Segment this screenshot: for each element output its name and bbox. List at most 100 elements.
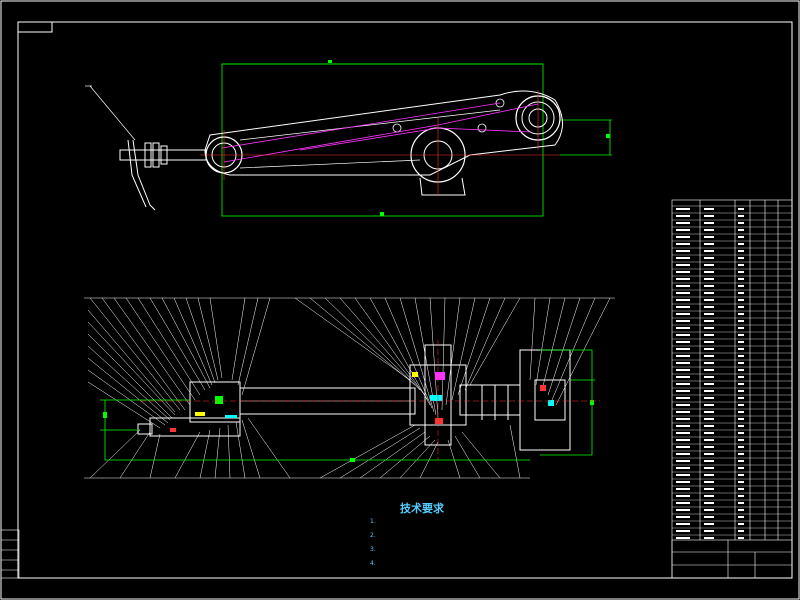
tech-note-3: 3.: [370, 546, 376, 553]
parts-cell-mark: [676, 348, 690, 350]
parts-cell-mark: [738, 432, 744, 434]
parts-cell-mark: [704, 348, 714, 350]
drawing-border: [17, 21, 793, 579]
parts-cell-mark: [704, 390, 714, 392]
parts-cell-mark: [704, 432, 714, 434]
parts-cell-mark: [704, 257, 714, 259]
parts-cell-mark: [738, 376, 744, 378]
parts-cell-mark: [738, 439, 744, 441]
parts-cell-mark: [676, 229, 690, 231]
parts-cell-mark: [676, 467, 690, 469]
parts-cell-mark: [676, 509, 690, 511]
parts-cell-mark: [738, 411, 744, 413]
parts-cell-mark: [738, 348, 744, 350]
parts-cell-mark: [676, 530, 690, 532]
parts-cell-mark: [738, 460, 744, 462]
parts-cell-mark: [738, 222, 744, 224]
parts-cell-mark: [676, 243, 690, 245]
parts-cell-mark: [738, 509, 744, 511]
parts-cell-mark: [704, 495, 714, 497]
parts-cell-mark: [704, 537, 714, 539]
section-view: [84, 297, 615, 479]
parts-cell-mark: [676, 313, 690, 315]
parts-list: [0, 199, 793, 579]
parts-cell-mark: [676, 446, 690, 448]
parts-cell-mark: [738, 320, 744, 322]
parts-cell-mark: [676, 432, 690, 434]
parts-cell-mark: [704, 530, 714, 532]
parts-cell-mark: [704, 509, 714, 511]
parts-cell-mark: [676, 397, 690, 399]
tech-notes-title: 技术要求: [400, 502, 444, 515]
parts-cell-mark: [738, 292, 744, 294]
drawing-code-box: [17, 21, 53, 33]
parts-cell-mark: [738, 446, 744, 448]
parts-cell-mark: [704, 397, 714, 399]
parts-cell-mark: [738, 516, 744, 518]
parts-cell-mark: [676, 481, 690, 483]
parts-cell-mark: [704, 404, 714, 406]
parts-cell-mark: [704, 425, 714, 427]
parts-cell-mark: [676, 250, 690, 252]
parts-cell-mark: [738, 397, 744, 399]
parts-cell-mark: [704, 208, 714, 210]
leader-lines: [87, 297, 611, 479]
parts-cell-mark: [738, 404, 744, 406]
parts-cell-mark: [676, 355, 690, 357]
parts-cell-mark: [676, 222, 690, 224]
parts-cell-mark: [738, 341, 744, 343]
parts-cell-mark: [704, 411, 714, 413]
parts-cell-mark: [738, 327, 744, 329]
parts-cell-mark: [704, 229, 714, 231]
parts-cell-mark: [676, 453, 690, 455]
parts-cell-mark: [738, 453, 744, 455]
parts-cell-mark: [704, 460, 714, 462]
parts-cell-mark: [738, 355, 744, 357]
parts-cell-mark: [704, 467, 714, 469]
parts-cell-mark: [704, 243, 714, 245]
parts-cell-mark: [676, 495, 690, 497]
parts-cell-mark: [676, 278, 690, 280]
parts-cell-mark: [676, 264, 690, 266]
parts-cell-mark: [704, 481, 714, 483]
parts-cell-mark: [738, 229, 744, 231]
parts-cell-mark: [738, 523, 744, 525]
parts-cell-mark: [676, 215, 690, 217]
parts-cell-mark: [676, 285, 690, 287]
parts-cell-mark: [704, 341, 714, 343]
parts-cell-mark: [676, 537, 690, 539]
parts-cell-mark: [676, 362, 690, 364]
parts-cell-mark: [676, 425, 690, 427]
parts-cell-mark: [704, 285, 714, 287]
parts-cell-mark: [738, 285, 744, 287]
parts-cell-mark: [704, 278, 714, 280]
parts-cell-mark: [738, 362, 744, 364]
parts-cell-mark: [738, 369, 744, 371]
parts-cell-mark: [676, 341, 690, 343]
parts-cell-mark: [676, 474, 690, 476]
parts-cell-mark: [704, 271, 714, 273]
parts-cell-mark: [738, 425, 744, 427]
parts-cell-mark: [704, 306, 714, 308]
parts-cell-mark: [676, 516, 690, 518]
parts-cell-mark: [704, 313, 714, 315]
parts-cell-mark: [738, 481, 744, 483]
parts-cell-mark: [704, 369, 714, 371]
parts-cell-mark: [704, 383, 714, 385]
parts-cell-mark: [676, 390, 690, 392]
parts-cell-mark: [704, 376, 714, 378]
parts-cell-mark: [676, 257, 690, 259]
parts-cell-mark: [738, 250, 744, 252]
parts-cell-mark: [704, 292, 714, 294]
parts-cell-mark: [738, 208, 744, 210]
parts-cell-mark: [738, 418, 744, 420]
parts-cell-mark: [704, 215, 714, 217]
parts-cell-mark: [676, 369, 690, 371]
parts-cell-mark: [738, 467, 744, 469]
parts-cell-mark: [676, 299, 690, 301]
tech-note-2: 2.: [370, 532, 376, 539]
end-cylinder: [149, 417, 241, 437]
parts-cell-mark: [704, 516, 714, 518]
